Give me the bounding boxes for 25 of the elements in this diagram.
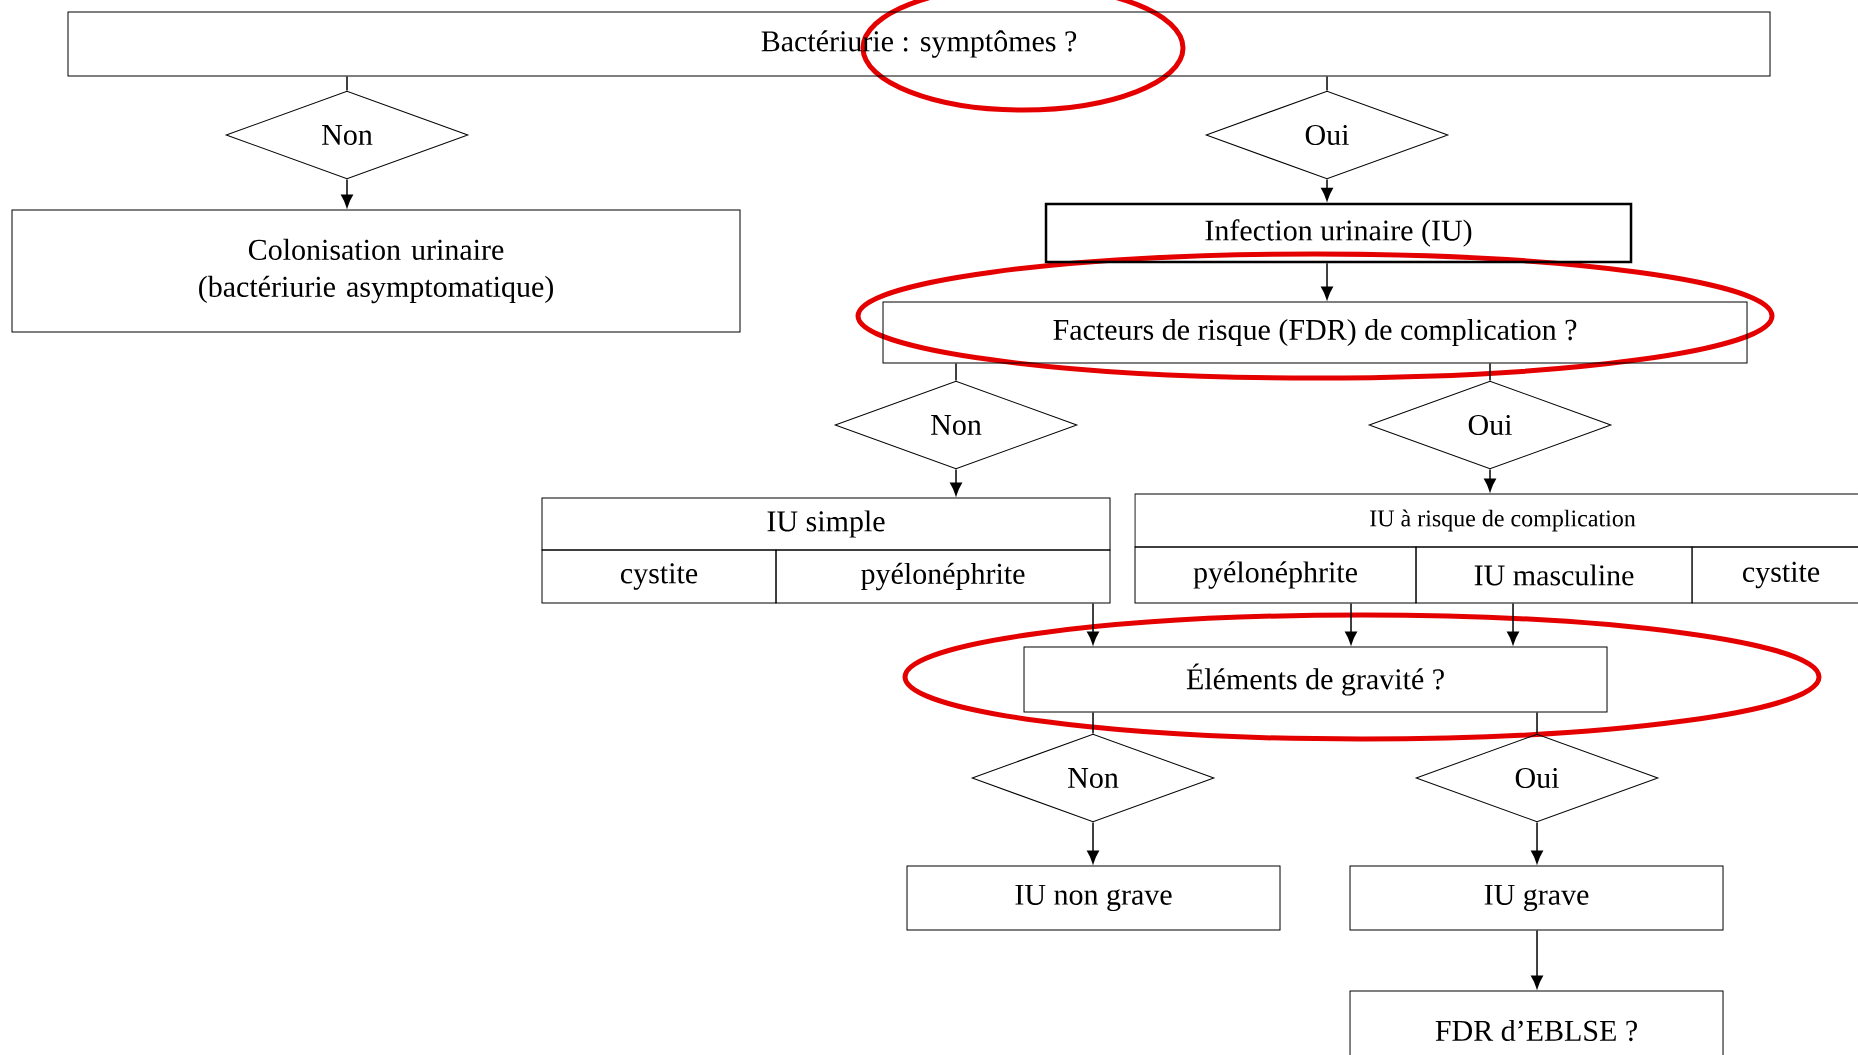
- question-box: FDR d’EBLSE ?: [1349, 990, 1724, 1055]
- category-box: IU masculine: [1415, 546, 1693, 604]
- category-box: pyélonéphrite: [1134, 546, 1417, 604]
- outcome-box: IU non grave: [906, 865, 1281, 931]
- category-box: cystite: [1691, 546, 1858, 604]
- arrow: [1531, 929, 1543, 989]
- arrow: [1484, 468, 1496, 492]
- arrow: [1087, 821, 1099, 864]
- arrow: [341, 178, 353, 208]
- arrow: [1321, 262, 1333, 300]
- category-box: IU à risque de complication: [1134, 493, 1858, 548]
- outcome-box: Infection urinaire (IU): [1044, 202, 1633, 264]
- outcome-box: Colonisation urinaire (bactériurie asymptomatique): [11, 209, 741, 333]
- outcome-box: IU grave: [1349, 865, 1724, 931]
- arrow: [1345, 602, 1357, 645]
- arrow: [1507, 602, 1519, 645]
- category-box: pyélonéphrite: [775, 549, 1111, 604]
- arrow: [1087, 602, 1099, 645]
- category-box: IU simple: [541, 497, 1111, 551]
- arrow: [1531, 821, 1543, 864]
- arrow: [1321, 178, 1333, 201]
- question-box: Éléments de gravité ?: [1023, 646, 1608, 713]
- category-box: cystite: [541, 549, 777, 604]
- arrow: [950, 468, 962, 496]
- question-box: Facteurs de risque (FDR) de complication ?: [882, 301, 1748, 364]
